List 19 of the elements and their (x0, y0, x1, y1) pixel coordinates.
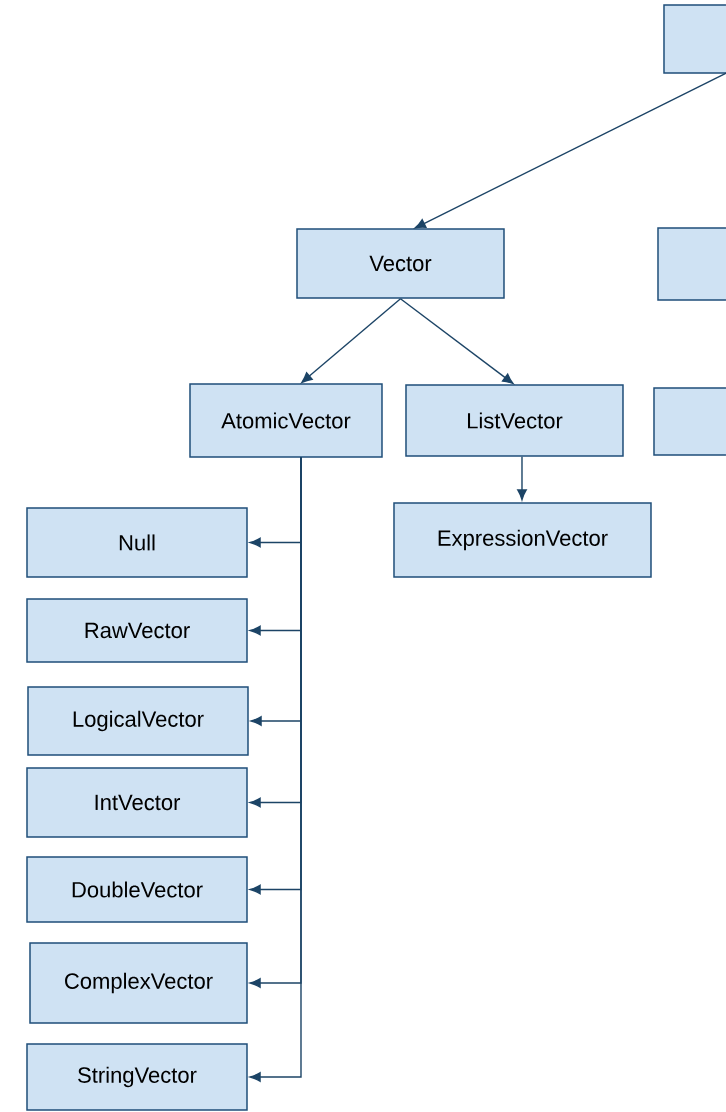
class-box: Null (26, 507, 248, 578)
arrow (517, 456, 527, 501)
class-box: AtomicVector (189, 383, 383, 458)
class-box: ListVector (405, 384, 624, 457)
class-box: ComplexVector (29, 942, 248, 1024)
class-box: StringVector (26, 1043, 248, 1111)
arrow (301, 298, 402, 384)
class-box: RawVector (26, 598, 248, 663)
class-box (653, 387, 726, 456)
class-box (657, 227, 726, 301)
class-box: Vector (296, 228, 505, 299)
class-box: LogicalVector (27, 686, 249, 756)
arrow (399, 298, 514, 385)
class-box: ExpressionVector (393, 502, 652, 578)
class-box: DoubleVector (26, 856, 248, 923)
class-box (663, 4, 726, 74)
arrow (249, 456, 302, 1082)
class-box: IntVector (26, 767, 248, 838)
arrow (414, 72, 726, 229)
